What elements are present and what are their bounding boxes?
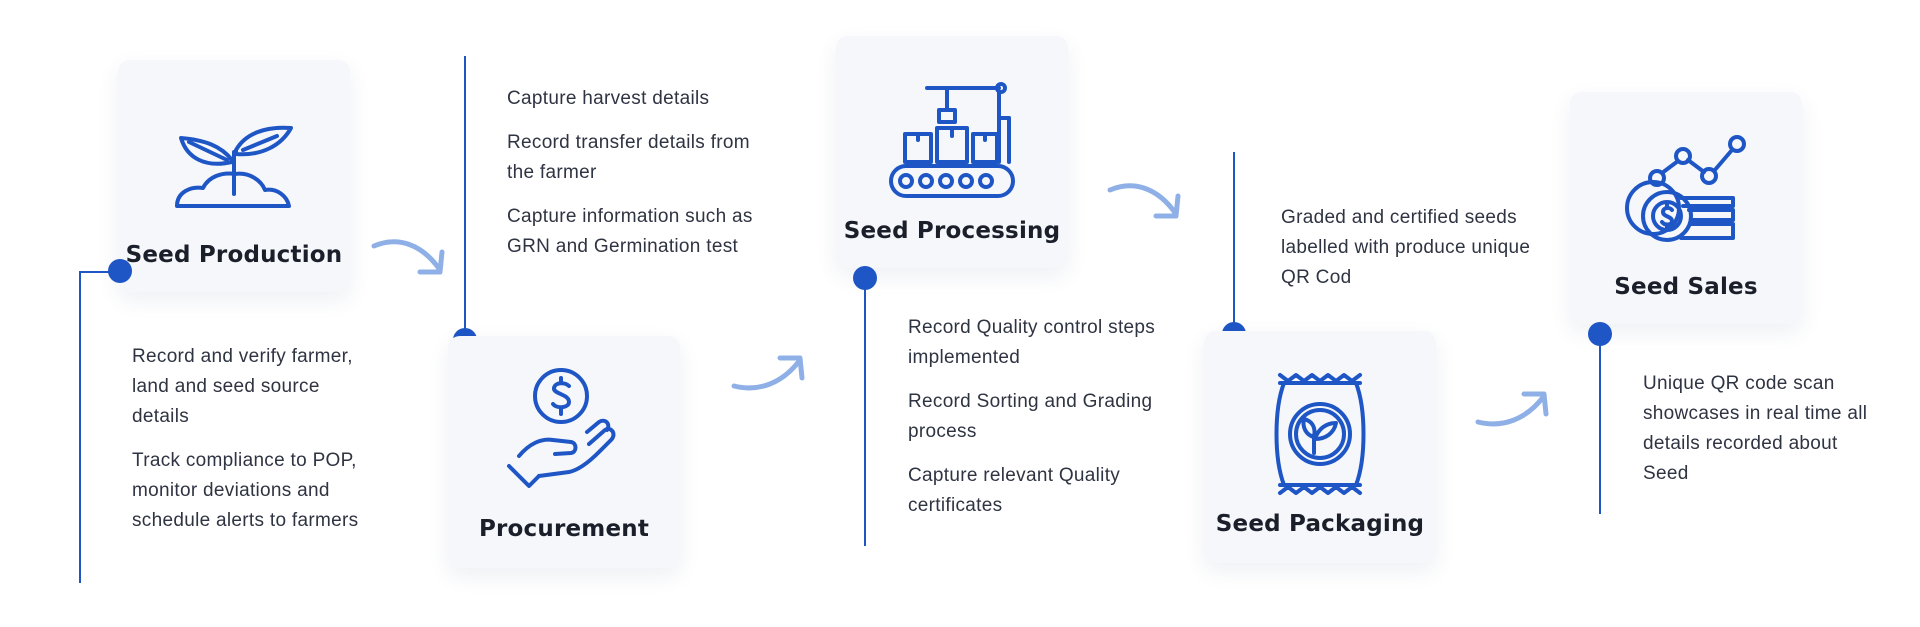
timeline-line [79, 271, 81, 583]
timeline-line [1599, 334, 1601, 514]
flow-arrow-icon [1107, 183, 1181, 219]
procurement-card: Procurement [448, 336, 680, 568]
timeline-dot [108, 259, 132, 283]
seed-sales-notes: Unique QR code scan showcases in real ti… [1643, 369, 1883, 503]
flow-arrow-icon [371, 239, 445, 275]
conveyor-belt-icon [889, 82, 1015, 198]
timeline-dot [853, 266, 877, 290]
timeline-line [1233, 152, 1235, 336]
stage-title: Seed Packaging [1215, 511, 1425, 537]
stage-title: Seed Sales [1614, 274, 1758, 300]
flow-arrow-icon [731, 355, 805, 391]
stage-title: Seed Processing [843, 218, 1061, 244]
flow-arrow-icon [1475, 391, 1549, 427]
note-text: Capture relevant Quality certificates [908, 465, 1121, 516]
timeline-line [864, 276, 866, 546]
plant-sprout-icon [175, 125, 293, 208]
seed-processing-notes: Record Quality control steps implemented… [908, 313, 1168, 535]
seed-production-card: Seed Production [118, 60, 350, 292]
timeline-line [464, 56, 466, 340]
note-text: Unique QR code scan showcases in real ti… [1643, 373, 1868, 484]
note-text: Record and verify farmer, land and seed … [132, 346, 353, 427]
note-text: Record Quality control steps implemented [908, 317, 1156, 368]
seed-bag-icon [1274, 373, 1366, 495]
stage-title: Procurement [478, 516, 650, 542]
note-text: Record Sorting and Grading process [908, 391, 1153, 442]
coins-growth-chart-icon [1625, 135, 1746, 242]
seed-processing-card: Seed Processing [836, 36, 1068, 268]
note-text: Capture harvest details [507, 88, 710, 109]
connector-line [80, 271, 120, 273]
seed-packaging-card: Seed Packaging [1204, 331, 1436, 563]
note-text: Graded and certified seeds labelled with… [1281, 207, 1531, 288]
note-text: Record transfer details from the farmer [507, 132, 750, 183]
note-text: Capture information such as GRN and Germ… [507, 206, 753, 257]
seed-production-notes: Record and verify farmer, land and seed … [132, 342, 382, 550]
timeline-dot [1588, 322, 1612, 346]
stage-title: Seed Production [125, 242, 343, 268]
seed-sales-card: Seed Sales [1570, 92, 1802, 324]
procurement-notes: Capture harvest details Record transfer … [507, 84, 777, 276]
seed-packaging-notes: Graded and certified seeds labelled with… [1281, 203, 1541, 307]
note-text: Track compliance to POP, monitor deviati… [132, 450, 359, 531]
hand-holding-coin-icon [507, 368, 616, 488]
